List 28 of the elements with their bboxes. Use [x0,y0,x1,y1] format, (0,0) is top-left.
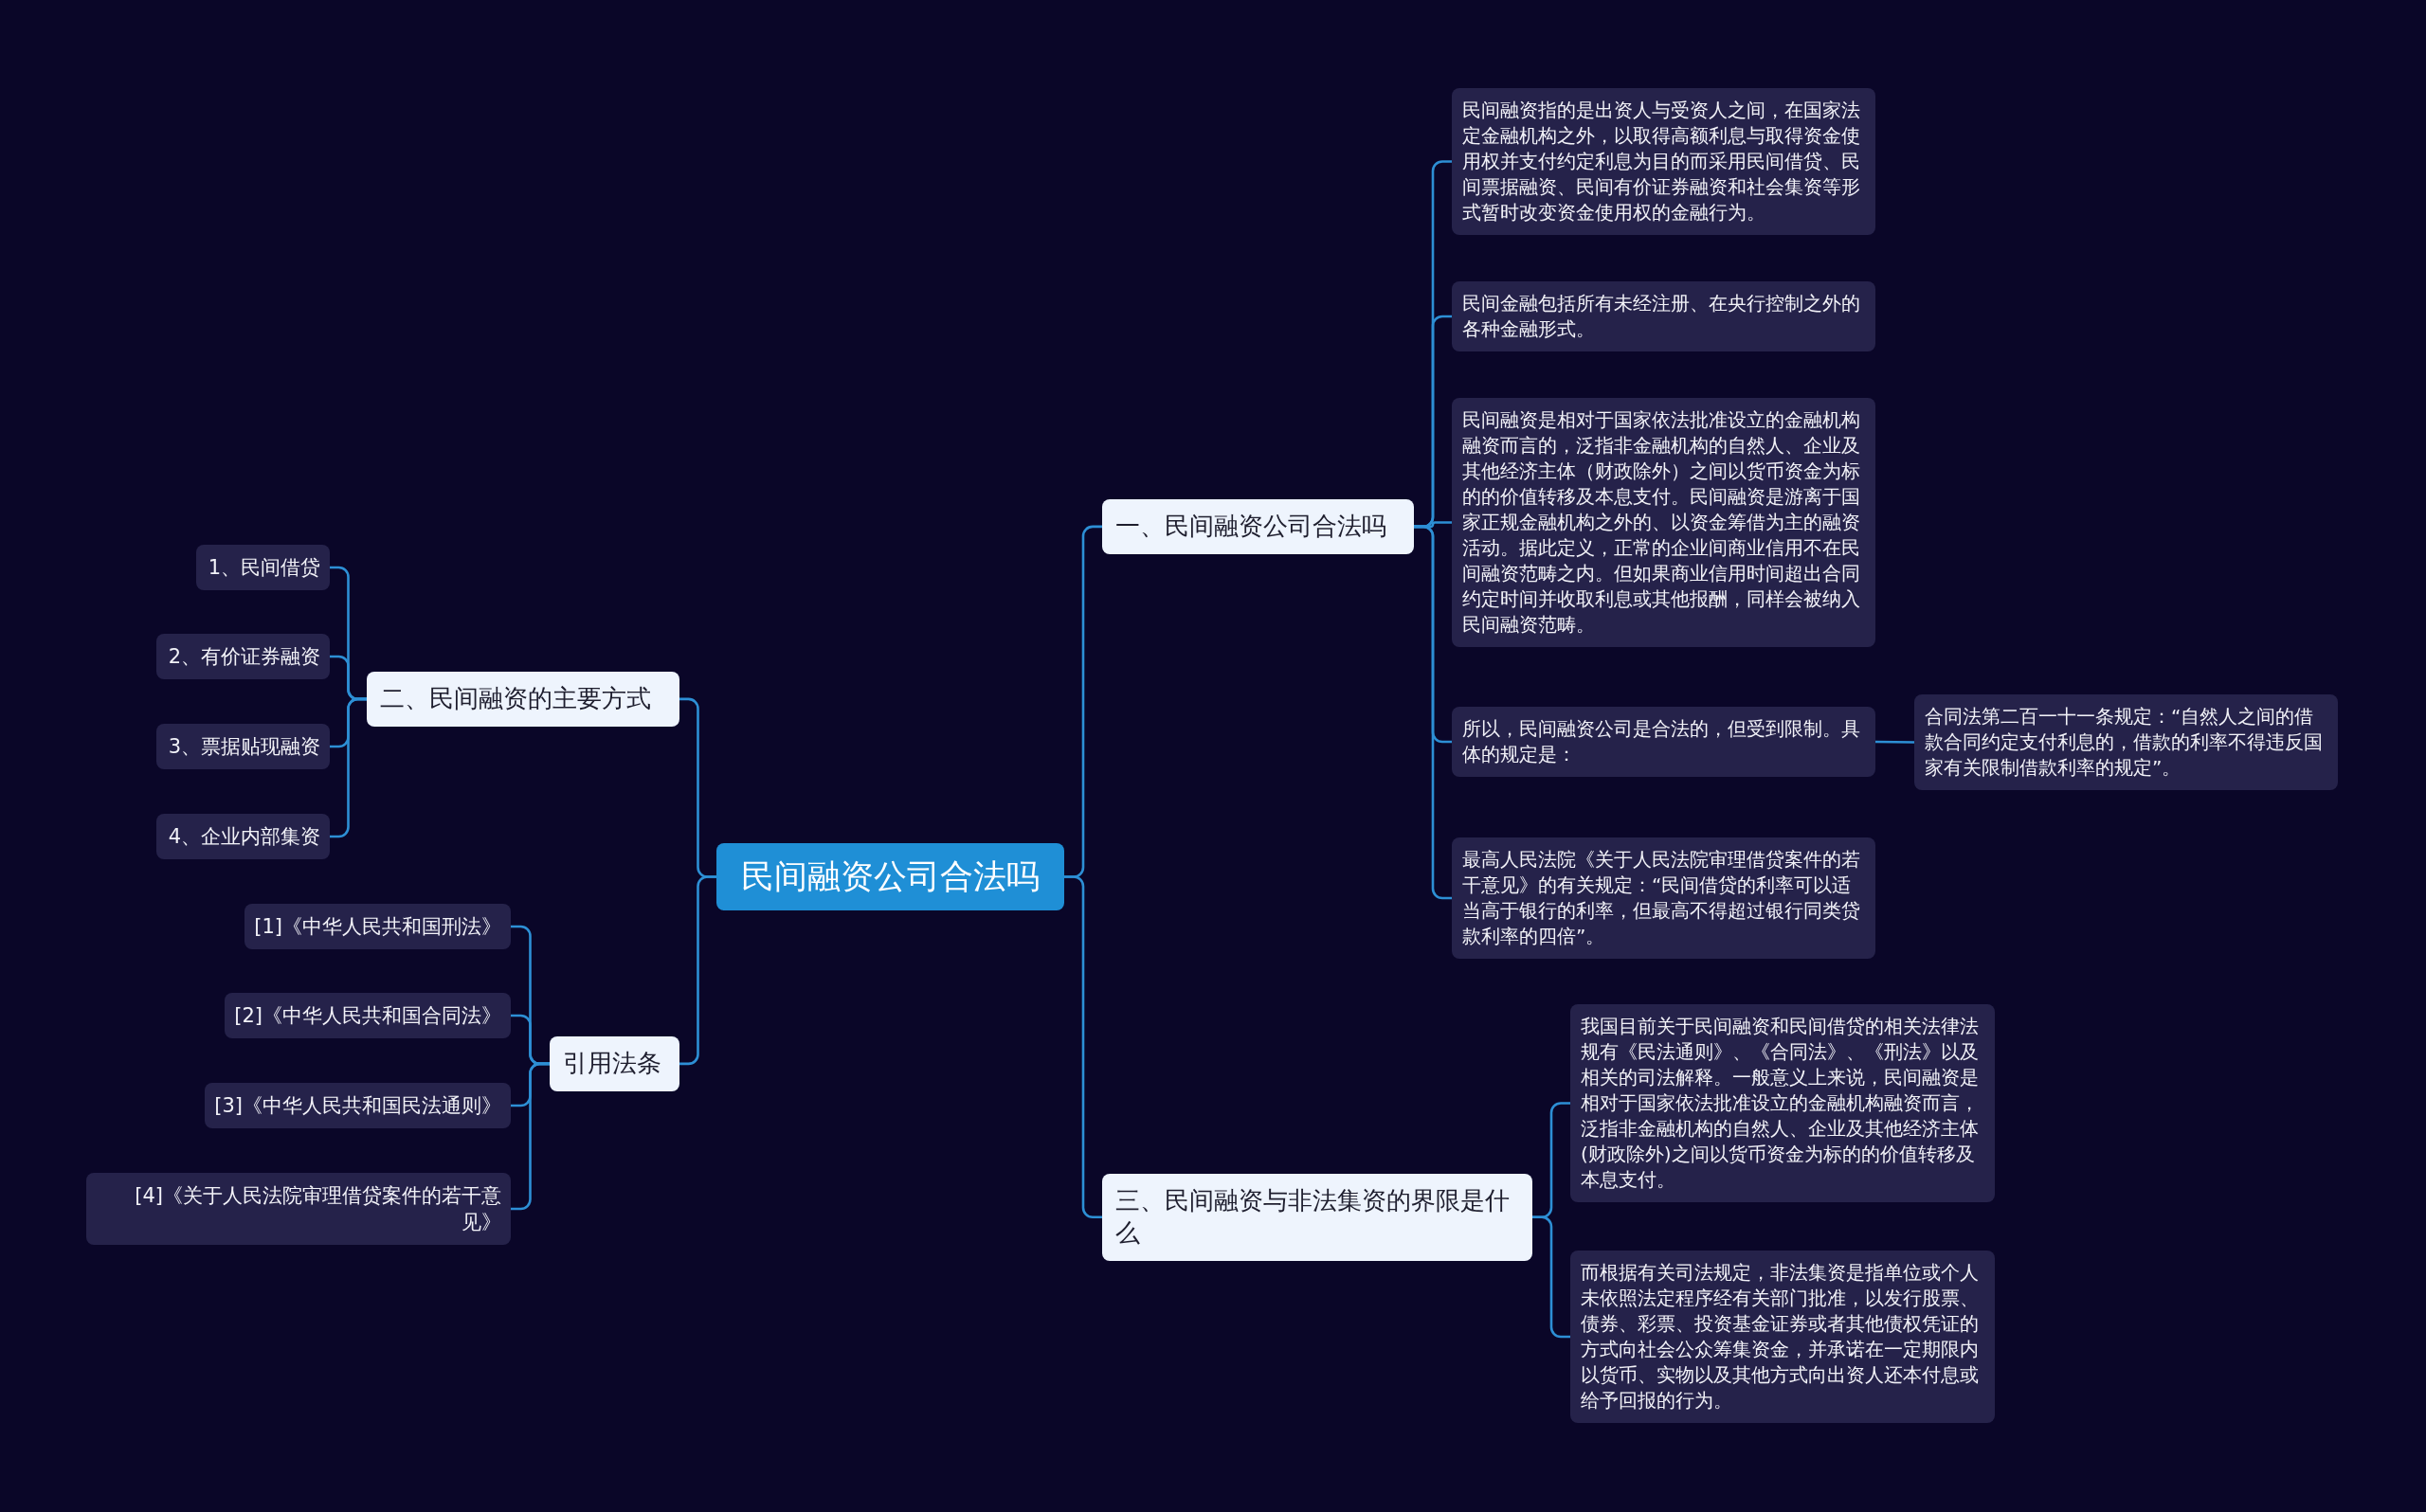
note-card: 所以，民间融资公司是合法的，但受到限制。具体的规定是： [1452,707,1875,777]
topic-box: 二、民间融资的主要方式 [367,672,679,727]
connector-line [1064,875,1102,1219]
subtopic-box: 3、票据贴现融资 [156,724,330,769]
subtopic-box: [4]《关于人民法院审理借贷案件的若干意见》 [86,1173,511,1245]
note-card: 合同法第二百一十一条规定：“自然人之间的借款合同约定支付利息的，借款的利率不得违反国家有关限制借款利率的规定”。 [1914,694,2338,790]
connector-line [330,697,367,838]
connector-line [1532,1215,1570,1339]
note-card: 民间金融包括所有未经注册、在央行控制之外的各种金融形式。 [1452,281,1875,351]
connector-line [679,875,716,1066]
note-card: 最高人民法院《关于人民法院审理借贷案件的若干意见》的有关规定：“民间借贷的利率可以适当高于银行的利率，但最高不得超过银行同类贷款利率的四倍”。 [1452,837,1875,959]
topic-box: 一、民间融资公司合法吗 [1102,499,1414,554]
topic-box: 引用法条 [550,1036,679,1091]
subtopic-box: 2、有价证券融资 [156,634,330,679]
note-card: 而根据有关司法规定，非法集资是指单位或个人未依照法定程序经有关部门批准，以发行股票、债券、彩票、投资基金证券或者其他债权凭证的方式向社会公众筹集资金，并承诺在一定期限内以货币、实物以及其他方式向出资人还本付息或给予回报的行为。 [1570,1251,1995,1423]
note-card: 民间融资是相对于国家依法批准设立的金融机构融资而言的，泛指非金融机构的自然人、企业及其他经济主体（财政除外）之间以货币资金为标的的价值转移及本息支付。民间融资是游离于国家正规金融机构之外的、以资金筹借为主的融资活动。据此定义，正常的企业间商业信用不在民间融资范畴之内。但如果商业信用时间超出合同约定时间并收取利息或其他报酬，同样会被纳入民间融资范畴。 [1452,398,1875,647]
subtopic-box: [3]《中华人民共和国民法通则》 [205,1083,511,1128]
central-topic: 民间融资公司合法吗 [716,843,1064,910]
subtopic-box: 1、民间借贷 [196,545,330,590]
connector-line [1414,525,1452,900]
topic-box: 三、民间融资与非法集资的界限是什么 [1102,1174,1532,1261]
note-card: 民间融资指的是出资人与受资人之间，在国家法定金融机构之外，以取得高额利息与取得资金使用权并支付约定利息为目的而采用民间借贷、民间票据融资、民间有价证券融资和社会集资等形式暂时改变资金使用权的金融行为。 [1452,88,1875,235]
subtopic-box: [2]《中华人民共和国合同法》 [225,993,511,1038]
note-card: 我国目前关于民间融资和民间借贷的相关法律法规有《民法通则》、《合同法》、《刑法》以及相关的司法解释。一般意义上来说，民间融资是相对于国家依法批准设立的金融机构融资而言，泛指非金融机构的自然人、企业及其他经济主体(财政除外)之间以货币资金为标的的价值转移及本息支付。 [1570,1004,1995,1202]
subtopic-box: 4、企业内部集资 [156,814,330,859]
connector-line [1875,740,1914,744]
connector-line [511,1062,550,1211]
subtopic-box: [1]《中华人民共和国刑法》 [244,904,511,949]
